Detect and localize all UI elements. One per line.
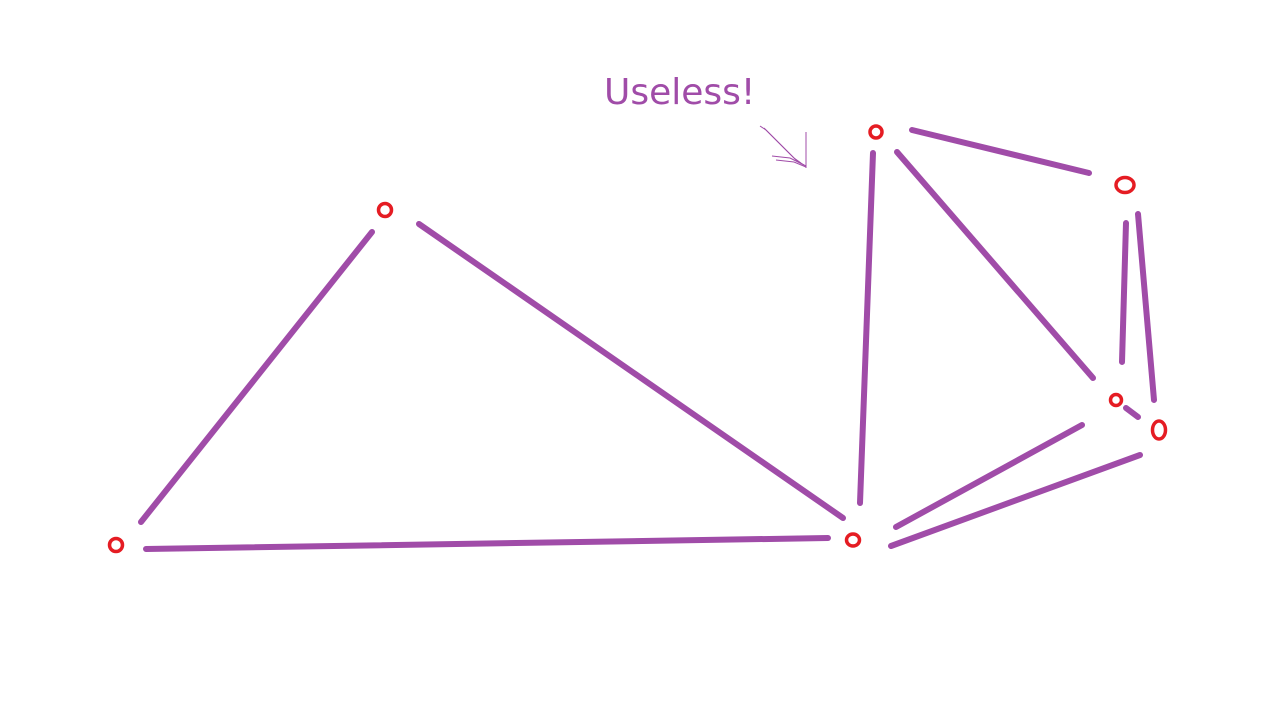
node-f [1108, 392, 1124, 408]
nodes-group [107, 124, 1168, 554]
node-g [1150, 419, 1168, 441]
node-d [868, 124, 884, 140]
node-e [1114, 175, 1136, 195]
node-b [376, 201, 394, 219]
annotation: Useless! [604, 72, 807, 168]
annotation-label: Useless! [604, 72, 755, 113]
edge-c-g [888, 452, 1143, 549]
annotation-arrow-icon [759, 125, 807, 168]
edge-b-c [416, 221, 846, 521]
edge-f-g [1123, 405, 1141, 420]
edge-e-g [1135, 211, 1157, 403]
edge-a-c [143, 535, 831, 552]
edge-a-b [138, 229, 375, 525]
edge-c-d [857, 150, 876, 506]
edge-e-f [1119, 220, 1129, 365]
edges-group [138, 127, 1157, 552]
edge-d-e [909, 127, 1092, 176]
node-c [844, 532, 862, 548]
edge-c-f [893, 422, 1085, 530]
edge-d-f [894, 149, 1096, 381]
node-a [107, 536, 125, 554]
